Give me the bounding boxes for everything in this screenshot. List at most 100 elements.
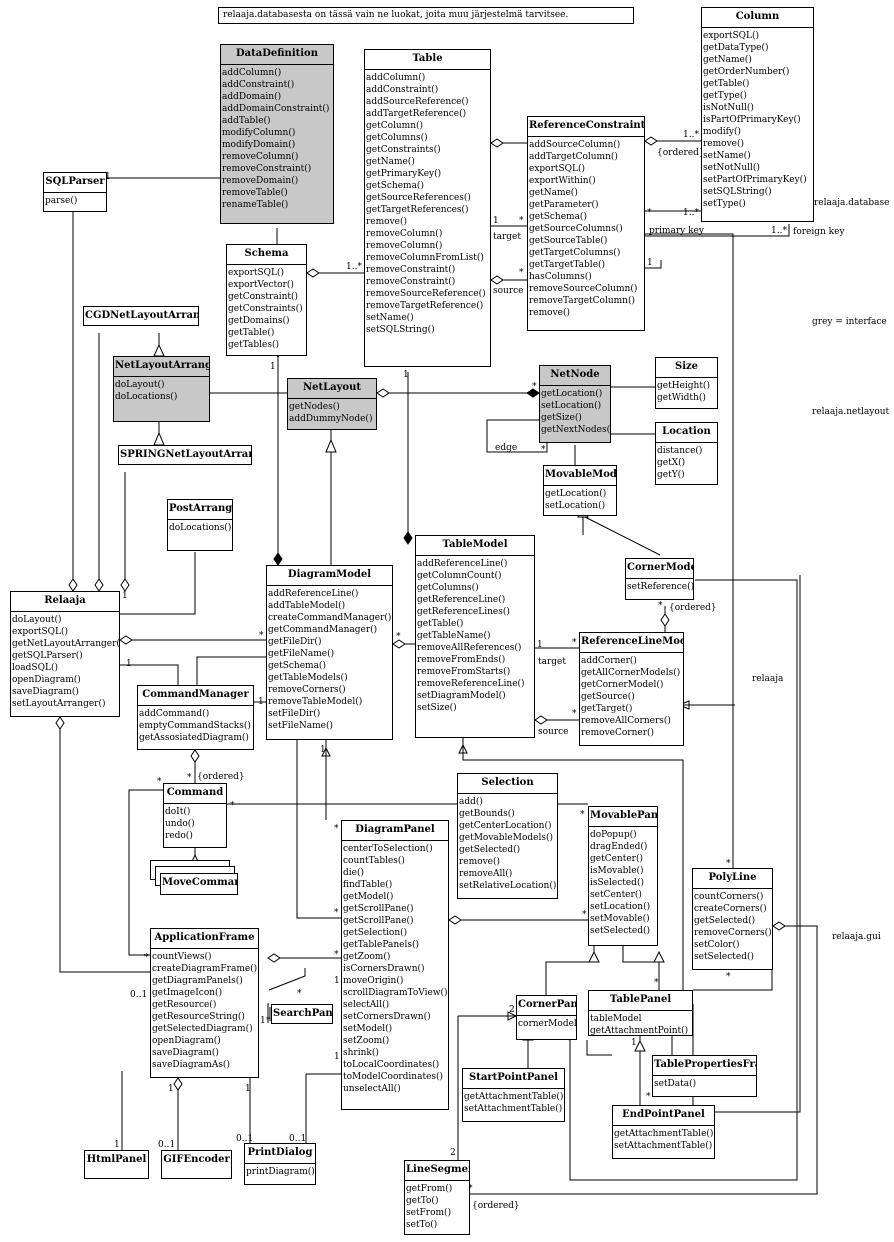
- method-item: saveDiagram(): [152, 1048, 219, 1058]
- class-name: EndPointPanel: [613, 1106, 714, 1126]
- mult-label: 0..1: [289, 1134, 307, 1144]
- mult-label: *: [726, 859, 731, 869]
- method-item: getFileName(): [268, 649, 335, 659]
- mult-label: 1: [270, 362, 276, 372]
- class-methods: getLocation()setLocation(): [544, 486, 616, 514]
- mult-label: *: [519, 268, 524, 278]
- class-name: MovablePanel: [589, 807, 657, 827]
- method-item: addCorner(): [581, 656, 637, 666]
- mult-label: *: [726, 972, 731, 982]
- method-item: removeConstraint(): [222, 164, 312, 174]
- mult-label: *: [519, 216, 524, 226]
- class-cornermodel[interactable]: CornerModelsetReference(): [625, 558, 694, 600]
- mult-label: 1: [126, 659, 132, 669]
- role-label: target: [538, 657, 566, 667]
- class-name: PostArranger: [168, 500, 232, 520]
- class-htmlpanel[interactable]: HtmlPanel: [84, 1150, 149, 1179]
- method-item: getSelection(): [343, 928, 408, 938]
- class-methods: setReference(): [626, 579, 693, 595]
- class-gifencoder[interactable]: GIFEncoder: [161, 1150, 232, 1179]
- method-item: removeCorner(): [581, 728, 655, 738]
- mult-label: *: [654, 978, 659, 988]
- method-item: setLocation(): [590, 902, 651, 912]
- method-item: addColumn(): [366, 73, 426, 83]
- method-item: removeTableModel(): [268, 697, 363, 707]
- method-item: setData(): [654, 1079, 697, 1089]
- class-netlayoutarranger[interactable]: NetLayoutArrangerdoLayout()doLocations(): [113, 356, 210, 422]
- method-item: setCenter(): [590, 890, 642, 900]
- method-item: tableModel: [590, 1014, 642, 1024]
- method-item: addSourceReference(): [366, 97, 469, 107]
- class-name: CGDNetLayoutArranger: [85, 310, 198, 321]
- method-item: removeFromStarts(): [417, 667, 511, 677]
- method-item: getTargetReferences(): [366, 205, 469, 215]
- method-item: getName(): [529, 188, 578, 198]
- class-referencelinemodel[interactable]: ReferenceLineModeladdCorner()getAllCorne…: [579, 632, 684, 746]
- method-item: removeSourceColumn(): [529, 284, 638, 294]
- mult-label: 1: [537, 640, 543, 650]
- ordered-label: {ordered}: [472, 1201, 520, 1211]
- method-item: getFileDir(): [268, 637, 322, 647]
- method-item: setSize(): [417, 703, 457, 713]
- method-item: getTable(): [228, 328, 275, 338]
- mult-label: 1: [168, 1084, 174, 1094]
- method-item: setLayoutArranger(): [12, 699, 106, 709]
- class-springnetlayoutarranger[interactable]: SPRINGNetLayoutArranger: [118, 445, 252, 465]
- method-item: getAttachmentTable(): [614, 1129, 714, 1139]
- method-item: getSourceColumns(): [529, 224, 623, 234]
- class-movecommand[interactable]: MoveCommand: [160, 873, 238, 895]
- method-item: cornerModel: [518, 1019, 576, 1029]
- class-tablepropertiesframe[interactable]: TablePropertiesFramesetData(): [652, 1055, 757, 1097]
- method-item: getSourceTable(): [529, 236, 608, 246]
- class-postarranger[interactable]: PostArrangerdoLocations(): [167, 499, 233, 551]
- mult-label: 1: [334, 976, 340, 986]
- method-item: removeCorners(): [268, 685, 346, 695]
- mult-label: 1..*: [683, 130, 699, 140]
- method-item: removeTargetColumn(): [529, 296, 636, 306]
- method-item: getOrderNumber(): [703, 67, 790, 77]
- method-item: exportSQL(): [228, 268, 285, 278]
- method-item: getColumns(): [366, 133, 428, 143]
- class-name: NetLayout: [288, 379, 376, 399]
- method-item: getTableName(): [417, 631, 491, 641]
- mult-label: 1: [122, 591, 128, 601]
- class-name: ReferenceConstraint: [528, 117, 644, 137]
- method-item: setDiagramModel(): [417, 691, 506, 701]
- method-item: getNextNodes(): [541, 425, 610, 435]
- method-item: openDiagram(): [152, 1036, 221, 1046]
- method-item: getType(): [703, 91, 747, 101]
- class-cornerpanel[interactable]: CornerPanelcornerModel: [516, 995, 577, 1040]
- method-item: getColumn(): [366, 121, 424, 131]
- method-item: getFrom(): [406, 1184, 453, 1194]
- class-movablepanel[interactable]: MovablePaneldoPopup()dragEnded()getCente…: [588, 806, 658, 946]
- class-movablemodel[interactable]: MovableModelgetLocation()setLocation(): [543, 465, 617, 516]
- class-linesegment[interactable]: LineSegmentgetFrom()getTo()setFrom()setT…: [404, 1160, 470, 1235]
- class-cgdnetlayoutarranger[interactable]: CGDNetLayoutArranger: [83, 306, 199, 326]
- class-name: Command: [164, 784, 226, 804]
- class-searchpanel[interactable]: SearchPanel: [271, 1004, 333, 1024]
